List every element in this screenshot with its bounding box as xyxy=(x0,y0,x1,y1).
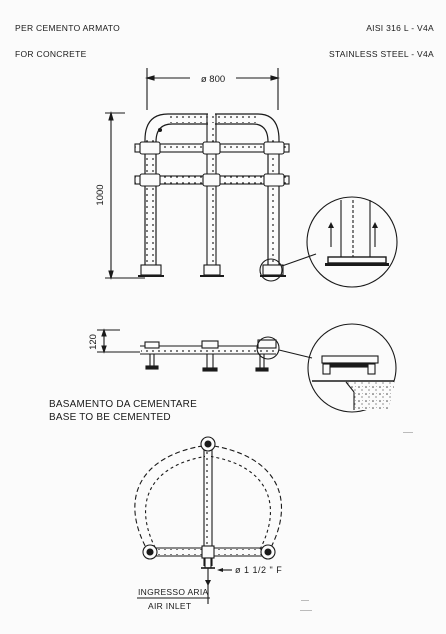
pipe-dimension-label: ø 1 1/2 " F xyxy=(235,565,282,575)
scan-marks xyxy=(300,432,413,611)
header-right-line1: AISI 316 L - V4A xyxy=(366,23,434,33)
side-view xyxy=(97,328,313,372)
height-dimension-label: 1000 xyxy=(95,184,106,205)
plan-view xyxy=(134,436,283,604)
header-left-line2: FOR CONCRETE xyxy=(15,49,87,59)
width-dimension-label: ø 800 xyxy=(201,74,225,85)
base-detail xyxy=(307,323,397,413)
header-right-line2: STAINLESS STEEL - V4A xyxy=(328,49,434,59)
header-left-line1: PER CEMENTO ARMATO xyxy=(15,23,121,33)
foot-detail xyxy=(306,196,398,288)
base-note-italian: BASAMENTO DA CEMENTARE xyxy=(49,399,197,410)
inlet-label-italian: INGRESSO ARIA xyxy=(138,587,209,597)
base-note-english: BASE TO BE CEMENTED xyxy=(49,412,171,423)
base-height-label: 120 xyxy=(88,334,99,350)
front-elevation xyxy=(105,68,317,282)
inlet-label-english: AIR INLET xyxy=(148,601,192,611)
